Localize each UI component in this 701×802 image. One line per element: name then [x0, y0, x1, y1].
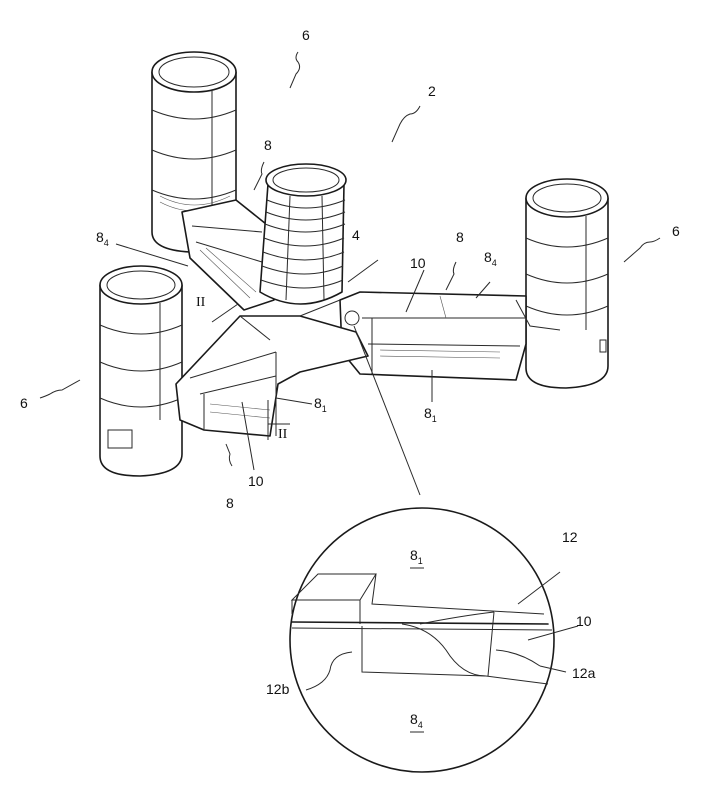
detail-12: 12 [562, 529, 578, 545]
detail-8-1: 81 [410, 547, 423, 566]
column-left [100, 266, 182, 476]
ref-6-top: 6 [302, 27, 310, 43]
ref-8-right: 8 [456, 229, 464, 245]
central-tower [260, 164, 346, 304]
ref-10-top: 10 [410, 255, 426, 271]
ref-8-4-right: 84 [484, 249, 497, 268]
pontoon-arm-upper [182, 200, 274, 310]
ref-2: 2 [428, 83, 436, 99]
ref-6-right: 6 [672, 223, 680, 239]
ref-10-bottom: 10 [248, 473, 264, 489]
ref-8-top: 8 [264, 137, 272, 153]
ref-8-1-mid: 81 [314, 395, 327, 414]
ref-6-left: 6 [20, 395, 28, 411]
ref-8-1-right: 81 [424, 405, 437, 424]
ref-8-bottom: 8 [226, 495, 234, 511]
detail-circle [290, 508, 578, 772]
ref-8-4-left: 84 [96, 229, 109, 248]
ref-4: 4 [352, 227, 360, 243]
detail-10: 10 [576, 613, 592, 629]
detail-12a: 12a [572, 665, 596, 681]
section-II-top: II [196, 295, 206, 310]
section-II-bottom: II [278, 427, 288, 442]
pontoon-arm-lower [176, 300, 368, 436]
detail-8-4: 84 [410, 711, 423, 730]
detail-12b: 12b [266, 681, 290, 697]
column-right [526, 179, 608, 388]
